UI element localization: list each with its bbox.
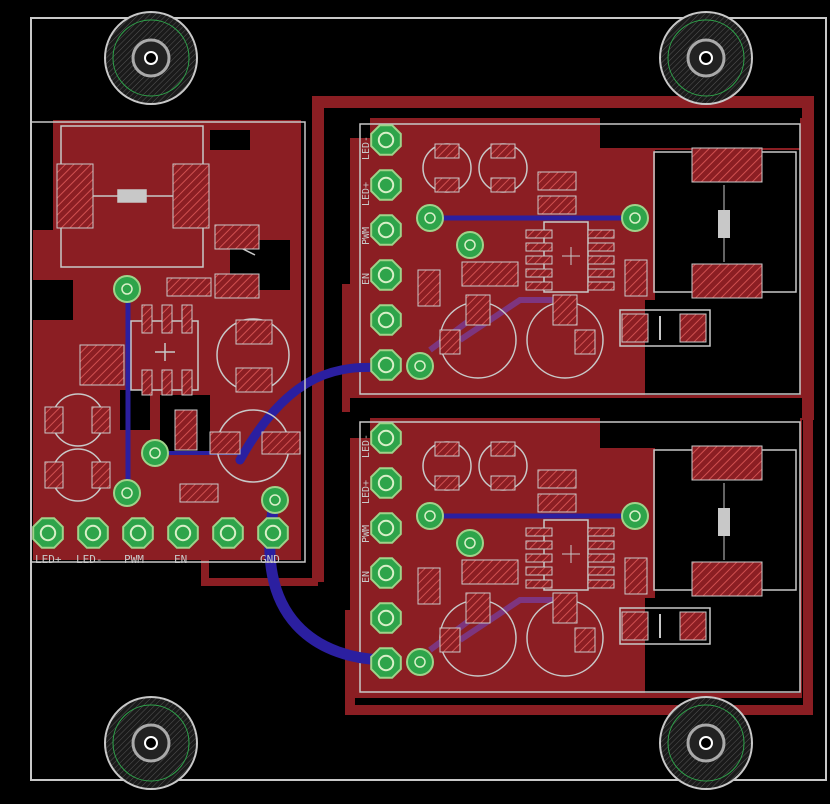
module-1-label-led-minus: LED- [361,136,372,160]
module-1-pad-6 [370,349,402,381]
module-1-label-en: EN [361,273,372,285]
module-1-pad-4 [370,259,402,291]
module-1-components [417,143,797,379]
module-1-pad-1 [370,124,402,156]
main-connector-labels: LED+ LED- PWM EN GND [35,553,280,566]
module-1-label-led-plus: LED+ [361,182,372,206]
connector-label-pwm: PWM [124,553,144,566]
via-icon [621,502,649,530]
module-2-label-led-plus: LED+ [361,480,372,504]
through-hole-pads [32,124,402,679]
module-1-pad-3 [370,214,402,246]
right-copper-frame [312,96,814,582]
main-connector-pad-5 [212,517,244,549]
via-icon [406,352,434,380]
mounting-hole-bottom-left[interactable] [104,696,198,790]
module-2-labels: LED- LED+ PWM EN [361,434,372,583]
mounting-hole-top-left[interactable] [104,11,198,105]
module-2-label-led-minus: LED- [361,434,372,458]
via-icon [416,502,444,530]
module-2-pad-6 [370,647,402,679]
left-feed-trace [201,560,318,586]
mounting-hole-top-right[interactable] [659,11,753,105]
via-icon [113,275,141,303]
via-icon [416,204,444,232]
via-icon [406,648,434,676]
main-connector-pad-1 [32,517,64,549]
module-2-label-en: EN [361,571,372,583]
connector-label-en: EN [174,553,187,566]
via-icon [456,529,484,557]
via-icon [141,439,169,467]
module-2-pad-3 [370,512,402,544]
module-1-pad-2 [370,169,402,201]
via-icon [456,231,484,259]
mounting-hole-bottom-right[interactable] [659,696,753,790]
left-section-black-gaps [33,120,290,455]
connector-label-led-plus: LED+ [35,553,62,566]
module-1-pad-5 [370,304,402,336]
main-connector-pad-3 [122,517,154,549]
module-2-pad-2 [370,467,402,499]
left-smd-pads [56,163,301,503]
connector-label-led-minus: LED- [76,553,103,566]
module-2-pad-5 [370,602,402,634]
module-2-pad-1 [370,422,402,454]
via-icon [621,204,649,232]
module-2-pad-4 [370,557,402,589]
module-1-label-pwm: PWM [361,227,372,245]
module-2-components [417,441,797,677]
main-connector-pad-2 [77,517,109,549]
main-connector-pad-4 [167,517,199,549]
module-2-label-pwm: PWM [361,525,372,543]
module-1-labels: LED- LED+ PWM EN [361,136,372,285]
via-icon [261,486,289,514]
connector-label-gnd: GND [260,553,280,566]
main-connector-pad-6 [257,517,289,549]
via-icon [113,479,141,507]
left-capacitor-pads [44,406,111,489]
vias [113,204,649,676]
